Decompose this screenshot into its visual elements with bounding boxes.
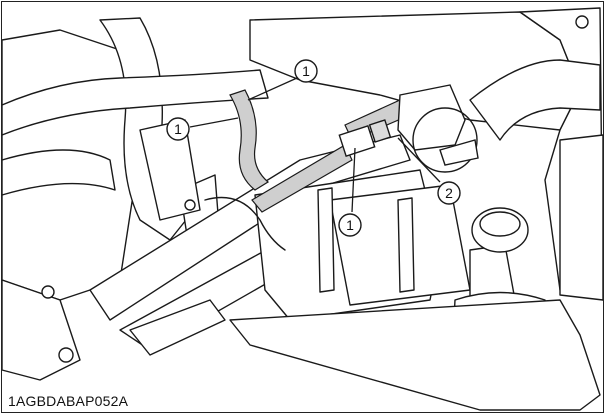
harness-diagonal-section [251, 144, 353, 213]
callout-label-two: 2 [445, 185, 453, 201]
reservoir-cap-top [479, 211, 521, 237]
upper-left-hose [1, 69, 269, 136]
vertical-bracket-right [397, 197, 415, 293]
callout-circle-top [294, 59, 318, 83]
bracket-bolt [184, 199, 196, 211]
callout-label-top: 1 [302, 63, 310, 79]
harness-vertical-section [229, 89, 270, 191]
sensor-tab [439, 139, 479, 166]
leader-line-left [189, 117, 239, 128]
bottom-left-rail [129, 299, 226, 356]
small-pipe [204, 196, 286, 251]
bottom-cross-frame [229, 299, 601, 411]
middle-left-hose [1, 149, 116, 196]
bolt-right-top [575, 15, 589, 29]
leader-line-bottom [351, 147, 356, 213]
figure-code: 1AGBDABAP052A [6, 392, 131, 410]
vertical-bracket-left [317, 187, 335, 293]
leader-line-top [247, 77, 298, 101]
connector-body [338, 125, 376, 157]
connector-assembly [338, 84, 479, 173]
right-radiator [559, 134, 604, 301]
callout-label-bottom: 1 [346, 217, 354, 233]
callout-label-left: 1 [174, 121, 182, 137]
upper-right-hose [469, 59, 601, 141]
main-frame-rail [89, 134, 411, 321]
connector-collar [368, 119, 392, 143]
wiring-harness [229, 89, 411, 213]
callout-circle-bottom [338, 213, 362, 237]
callout-circle-left [166, 117, 190, 141]
leader-line-two [397, 137, 441, 183]
bolt-left-lower [58, 347, 74, 363]
callout-circle-two [437, 181, 461, 205]
bolt-left-upper [41, 285, 55, 299]
sensor-disc [412, 107, 478, 173]
